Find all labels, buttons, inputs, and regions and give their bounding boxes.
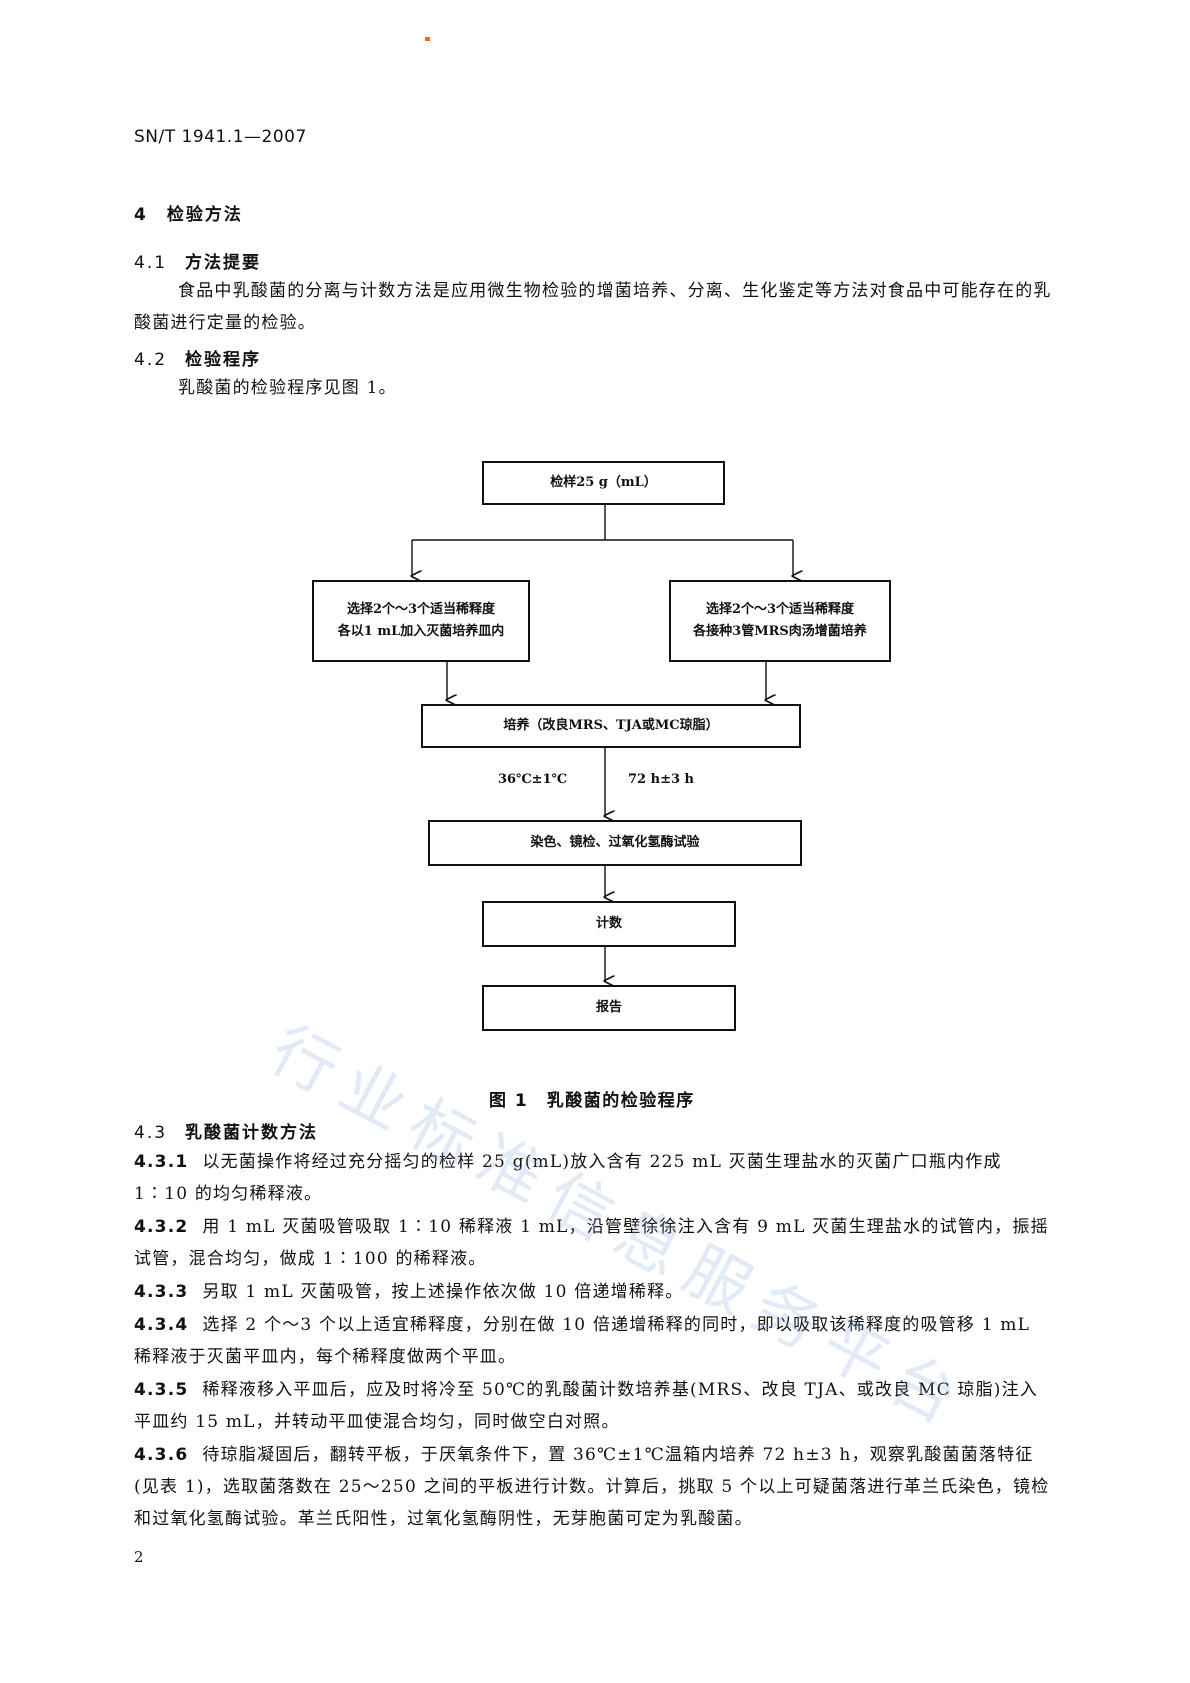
section-title: 乳酸菌计数方法 bbox=[185, 1123, 319, 1143]
clause-num: 4.3.5 bbox=[134, 1380, 189, 1400]
clause-text: 以无菌操作将经过充分摇匀的检样 25 g(mL)放入含有 225 mL 灭菌生理… bbox=[134, 1152, 1002, 1204]
section-title: 检验程序 bbox=[185, 350, 262, 370]
flow-box-label: 报告 bbox=[595, 1000, 622, 1015]
page-number: 2 bbox=[134, 1548, 144, 1566]
clause-4-3-3: 4.3.3 另取 1 mL 灭菌吸管，按上述操作依次做 10 倍递增稀释。 bbox=[134, 1276, 1054, 1308]
figure-caption: 图 1 乳酸菌的检验程序 bbox=[489, 1091, 695, 1111]
flow-box-mrs-broth: 选择2个～3个适当稀释度 各接种3管MRS肉汤增菌培养 bbox=[669, 580, 891, 662]
clause-num: 4.3.6 bbox=[134, 1445, 189, 1465]
clause-text: 用 1 mL 灭菌吸管吸取 1∶10 稀释液 1 mL，沿管壁徐徐注入含有 9 … bbox=[134, 1217, 1049, 1269]
flow-box-culture: 培养（改良MRS、TJA或MC琼脂） bbox=[421, 704, 801, 748]
section-num: 4.3 bbox=[134, 1123, 168, 1143]
flow-label-time: 72 h±3 h bbox=[628, 772, 694, 787]
clause-text: 待琼脂凝固后，翻转平板，于厌氧条件下，置 36℃±1℃温箱内培养 72 h±3 … bbox=[134, 1445, 1050, 1529]
section-num: 4.2 bbox=[134, 350, 168, 370]
section-4-1-heading: 4.1 方法提要 bbox=[134, 248, 261, 273]
clause-num: 4.3.4 bbox=[134, 1315, 189, 1335]
clause-num: 4.3.3 bbox=[134, 1282, 189, 1302]
flow-box-staining: 染色、镜检、过氧化氢酶试验 bbox=[428, 820, 802, 866]
section-4-title: 4 检验方法 bbox=[134, 205, 243, 225]
top-mark bbox=[425, 37, 430, 41]
flow-box-plate-dilution: 选择2个～3个适当稀释度 各以1 mL加入灭菌培养皿内 bbox=[312, 580, 530, 662]
flow-box-line: 选择2个～3个适当稀释度 bbox=[705, 602, 855, 617]
section-4-3-heading: 4.3 乳酸菌计数方法 bbox=[134, 1118, 318, 1143]
flow-box-line: 各接种3管MRS肉汤增菌培养 bbox=[693, 624, 867, 639]
section-4-2-heading: 4.2 检验程序 bbox=[134, 345, 261, 370]
clause-num: 4.3.1 bbox=[134, 1152, 189, 1172]
flow-box-label: 培养（改良MRS、TJA或MC琼脂） bbox=[503, 718, 719, 733]
flow-box-label: 检样25 g（mL） bbox=[550, 475, 657, 490]
clause-text: 稀释液移入平皿后，应及时将冷至 50℃的乳酸菌计数培养基(MRS、改良 TJA、… bbox=[134, 1380, 1039, 1432]
flow-box-label: 染色、镜检、过氧化氢酶试验 bbox=[530, 835, 700, 850]
section-4-2-text: 乳酸菌的检验程序见图 1。 bbox=[178, 378, 397, 398]
clause-text: 选择 2 个～3 个以上适宜稀释度，分别在做 10 倍递增稀释的同时，即以吸取该… bbox=[134, 1315, 1031, 1367]
section-4-1-text: 食品中乳酸菌的分离与计数方法是应用微生物检验的增菌培养、分离、生化鉴定等方法对食… bbox=[134, 281, 1052, 333]
flow-label-temperature: 36℃±1℃ bbox=[498, 772, 568, 787]
section-num: 4.1 bbox=[134, 253, 168, 273]
document-id: SN/T 1941.1—2007 bbox=[134, 127, 307, 147]
flow-box-line: 选择2个～3个适当稀释度 bbox=[346, 602, 496, 617]
section-title: 方法提要 bbox=[185, 253, 262, 273]
flow-box-report: 报告 bbox=[482, 985, 736, 1031]
clause-num: 4.3.2 bbox=[134, 1217, 189, 1237]
flow-box-sample: 检样25 g（mL） bbox=[482, 461, 725, 505]
flow-box-line: 各以1 mL加入灭菌培养皿内 bbox=[337, 624, 505, 639]
flow-box-label: 计数 bbox=[595, 916, 622, 931]
flow-box-count: 计数 bbox=[482, 901, 736, 947]
clause-text: 另取 1 mL 灭菌吸管，按上述操作依次做 10 倍递增稀释。 bbox=[202, 1282, 684, 1302]
